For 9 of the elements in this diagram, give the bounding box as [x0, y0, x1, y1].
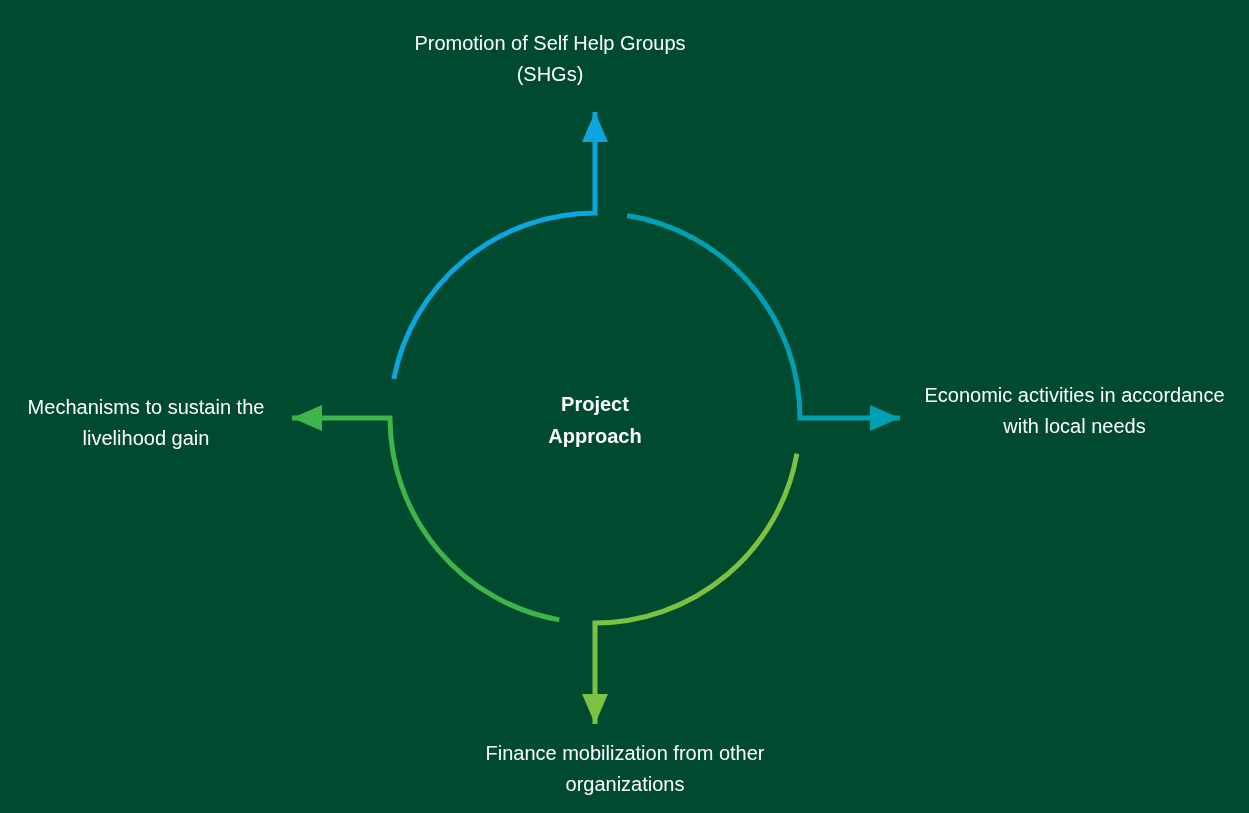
arrow [626, 213, 900, 431]
arrow [582, 453, 800, 724]
arrow [391, 112, 608, 380]
node-label: Finance mobilization from other organizations [484, 740, 766, 797]
center-label: Project Approach [547, 392, 643, 449]
node-label: Promotion of Self Help Groups (SHGs) [413, 30, 687, 87]
node-label: Economic activities in accordance with local needs [923, 383, 1226, 439]
node-label: Mechanisms to sustain the livelihood gain [26, 395, 266, 451]
arrow [292, 405, 560, 623]
